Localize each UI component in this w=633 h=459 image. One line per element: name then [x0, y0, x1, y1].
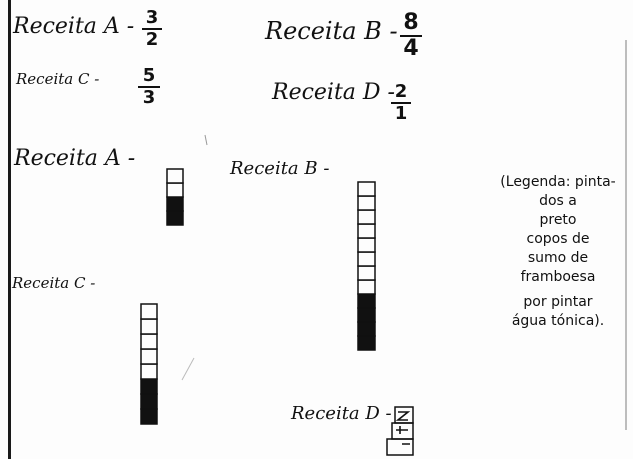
section-d-label: Receita D -	[291, 403, 392, 424]
recipe-c-cup-stack	[140, 303, 158, 425]
raspberry-cup	[357, 293, 376, 309]
raspberry-cup	[357, 335, 376, 351]
raspberry-cup	[357, 321, 376, 337]
tonic-water-cup	[166, 168, 184, 184]
section-b-label: Receita B -	[230, 158, 330, 179]
tonic-water-cup	[166, 182, 184, 198]
tonic-water-cup	[140, 363, 158, 380]
tonic-water-cup	[357, 237, 376, 253]
recipe-b-cup-stack	[357, 181, 376, 351]
raspberry-cup	[357, 307, 376, 323]
recipe-d-fraction: 2 1	[391, 83, 411, 123]
recipe-a-numerator: 3	[145, 7, 159, 28]
recipe-b-numerator: 8	[403, 10, 419, 35]
legend-line: copos de	[526, 231, 590, 247]
raspberry-cup	[140, 378, 158, 395]
tonic-water-cup	[140, 303, 158, 320]
legend-line: framboesa	[520, 269, 596, 285]
tonic-water-cup	[140, 333, 158, 350]
recipe-d-cup	[391, 422, 414, 440]
tonic-water-cup	[357, 223, 376, 239]
recipe-a-header-label: Receita A -	[13, 14, 135, 39]
recipe-c-numerator: 5	[142, 65, 156, 86]
stray-mark	[181, 357, 195, 381]
tonic-water-cup	[357, 265, 376, 281]
recipe-d-scribble	[395, 411, 411, 445]
recipe-c-fraction: 5 3	[138, 67, 160, 107]
tonic-water-cup	[357, 181, 376, 197]
recipe-a-fraction: 3 2	[142, 9, 162, 49]
recipe-c-header-label: Receita C -	[16, 70, 100, 88]
recipe-d-cup	[386, 438, 414, 456]
legend-line: água tónica).	[511, 313, 605, 329]
recipe-b-denominator: 4	[403, 36, 419, 61]
legend-line: sumo de	[527, 250, 589, 266]
raspberry-cup	[140, 393, 158, 410]
legend-line: dos a	[539, 193, 577, 209]
recipe-a-denominator: 2	[145, 29, 159, 50]
recipe-b-fraction: 8 4	[400, 12, 422, 60]
tonic-water-cup	[357, 251, 376, 267]
recipe-a-cup-stack	[166, 168, 184, 226]
raspberry-cup	[166, 196, 184, 212]
page-right-border	[625, 40, 627, 430]
recipe-d-cup-stack	[386, 406, 414, 456]
tonic-water-cup	[357, 279, 376, 295]
tonic-water-cup	[140, 348, 158, 365]
legend-line: (Legenda: pinta-	[500, 174, 616, 190]
legend-line: preto	[539, 212, 577, 228]
recipe-d-numerator: 2	[394, 81, 408, 102]
page-left-border	[8, 0, 11, 459]
section-a-label: Receita A -	[14, 146, 136, 171]
recipe-d-header-label: Receita D -	[272, 80, 395, 105]
stray-mark	[204, 134, 208, 146]
recipe-b-header-label: Receita B -	[265, 17, 398, 45]
recipe-c-denominator: 3	[142, 87, 156, 108]
tonic-water-cup	[357, 195, 376, 211]
section-c-label: Receita C -	[12, 274, 96, 292]
raspberry-cup	[140, 408, 158, 425]
legend: (Legenda: pinta- dos a preto copos de su…	[488, 173, 628, 331]
tonic-water-cup	[357, 209, 376, 225]
raspberry-cup	[166, 210, 184, 226]
legend-line: por pintar	[523, 294, 593, 310]
tonic-water-cup	[140, 318, 158, 335]
recipe-d-denominator: 1	[394, 103, 408, 124]
